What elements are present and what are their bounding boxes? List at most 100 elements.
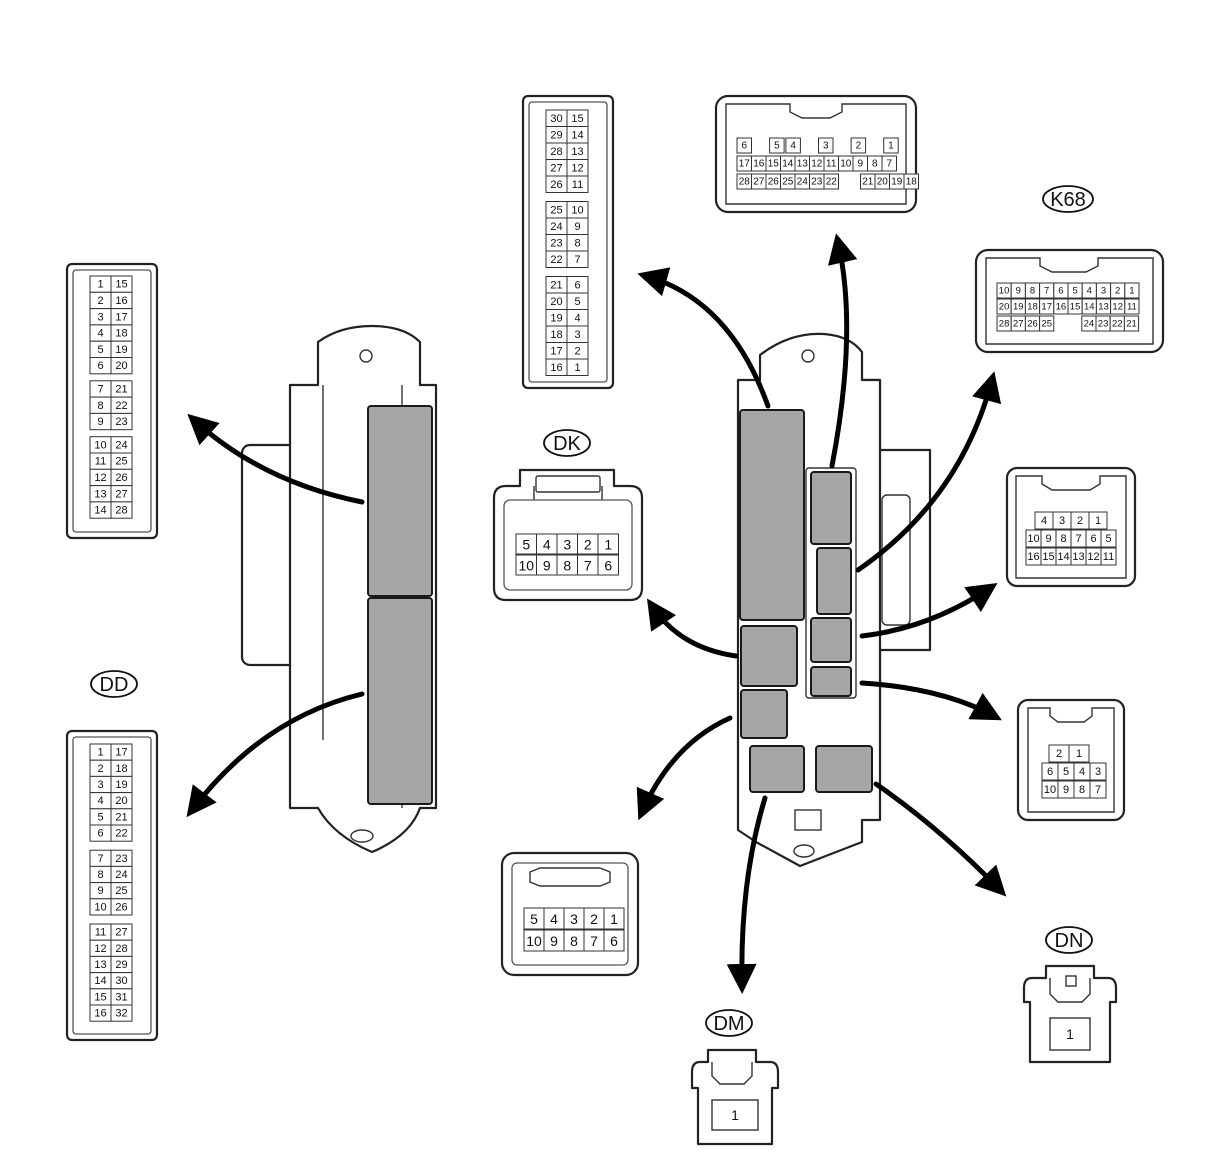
connector-k68-label: K68 — [1050, 189, 1086, 211]
connector-left-28pin-pin-23: 23 — [115, 416, 127, 428]
connector-dd-pin-7: 7 — [97, 853, 103, 865]
arrow-to-top-30pin — [637, 267, 771, 409]
connector-right-16pin-pin-11: 11 — [1103, 551, 1114, 563]
connector-top-28pin-pin-11: 11 — [826, 159, 837, 170]
connector-top-30pin-pin-26: 26 — [550, 179, 562, 191]
connector-k68-pin-12: 12 — [1112, 302, 1123, 313]
connector-dd-pin-1: 1 — [97, 747, 103, 759]
connector-top-28pin-pin-24: 24 — [797, 177, 809, 188]
connector-left-28pin-pin-22: 22 — [115, 400, 127, 412]
connector-dd-pin-14: 14 — [94, 975, 106, 987]
jb-socket-16pin — [816, 547, 852, 615]
arrow-to-dd — [186, 691, 365, 818]
connector-top-28pin-pin-18: 18 — [906, 177, 918, 188]
arrow-to-dm — [726, 795, 768, 994]
connector-left-28pin-pin-25: 25 — [115, 456, 127, 468]
connector-dn-badge — [1045, 926, 1093, 954]
connector-left-28pin-pin-4: 4 — [97, 328, 103, 340]
connector-left-28pin-pin-15: 15 — [115, 279, 127, 291]
connector-dd-pin-25: 25 — [115, 885, 127, 897]
connector-dk-pin-3: 3 — [563, 537, 571, 553]
connector-bottom-10pin-pin-7: 7 — [590, 933, 598, 949]
connector-right-16pin-pin-1: 1 — [1095, 515, 1101, 527]
connector-top-30pin-pin-2: 2 — [574, 345, 580, 357]
connector-right-16pin-pin-6: 6 — [1090, 533, 1096, 545]
connector-top-30pin-pin-13: 13 — [571, 146, 583, 158]
connector-right-16pin-pin-15: 15 — [1042, 551, 1054, 563]
connector-top-30pin-pin-10: 10 — [571, 204, 583, 216]
connector-top-30pin-pin-7: 7 — [574, 254, 580, 266]
connector-left-28pin-pin-3: 3 — [97, 311, 103, 323]
connector-k68-pin-8: 8 — [1030, 286, 1035, 297]
connector-left-28pin-pin-24: 24 — [115, 439, 127, 451]
connector-right-16pin-pin-8: 8 — [1060, 533, 1066, 545]
arrow-to-bottom-10pin — [636, 715, 733, 821]
connector-top-30pin-pin-30: 30 — [550, 113, 562, 125]
connector-top-28pin-pin-22: 22 — [826, 177, 838, 188]
connector-top-28pin-pin-13: 13 — [797, 159, 809, 170]
connector-top-28pin-pin-25: 25 — [782, 177, 794, 188]
connector-dd-pin-8: 8 — [97, 869, 103, 881]
connector-dd-pin-10: 10 — [94, 901, 106, 913]
connector-dd-pin-28: 28 — [115, 943, 127, 955]
connector-dm-label: DM — [713, 1013, 744, 1035]
connector-left-28pin-pin-16: 16 — [115, 295, 127, 307]
connector-left-28pin-pin-26: 26 — [115, 472, 127, 484]
connector-k68-pin-25: 25 — [1041, 319, 1052, 330]
connector-dd-pin-30: 30 — [115, 975, 127, 987]
jb-socket-10pin — [810, 617, 852, 663]
connector-dd-pin-9: 9 — [97, 885, 103, 897]
connector-top-28pin-pin-21: 21 — [862, 177, 874, 188]
connector-top-30pin-pin-19: 19 — [550, 312, 562, 324]
connector-dn-pin-1: 1 — [1066, 1026, 1074, 1042]
connector-left-28pin-pin-5: 5 — [97, 344, 103, 356]
connector-top-28pin-pin-15: 15 — [768, 159, 780, 170]
connector-top-28pin-pin-16: 16 — [753, 159, 765, 170]
connector-top-30pin-pin-20: 20 — [550, 296, 562, 308]
connector-dd-pin-16: 16 — [94, 1008, 106, 1020]
connector-dd-badge — [90, 670, 138, 698]
connector-left-28pin-pin-8: 8 — [97, 400, 103, 412]
connector-left-28pin-pin-6: 6 — [97, 360, 103, 372]
jb-socket-k68 — [810, 471, 852, 545]
connector-dd-pin-32: 32 — [115, 1008, 127, 1020]
connector-dk-pin-5: 5 — [522, 537, 530, 553]
connector-dk-pin-8: 8 — [563, 558, 571, 574]
connector-left-28pin-pin-12: 12 — [94, 472, 106, 484]
connector-left-28pin-pin-10: 10 — [94, 439, 106, 451]
connector-top-28pin-pin-10: 10 — [840, 159, 852, 170]
connector-top-30pin-pin-25: 25 — [550, 204, 562, 216]
connector-left-28pin-pin-2: 2 — [97, 295, 103, 307]
connector-k68-pin-21: 21 — [1126, 319, 1137, 330]
connector-dd-pin-2: 2 — [97, 763, 103, 775]
connector-right-16pin-pin-13: 13 — [1072, 551, 1084, 563]
connector-top-30pin-pin-29: 29 — [550, 129, 562, 141]
connector-k68-pin-10: 10 — [999, 286, 1010, 297]
connector-top-28pin-pin-8: 8 — [872, 159, 878, 170]
connector-right-16pin-pin-3: 3 — [1059, 515, 1065, 527]
connector-right-16pin-pin-7: 7 — [1075, 533, 1081, 545]
connector-dd-pin-5: 5 — [97, 811, 103, 823]
connector-dm-badge — [705, 1009, 753, 1037]
connector-dd-pin-24: 24 — [115, 869, 127, 881]
connector-dd-pin-17: 17 — [115, 747, 127, 759]
connector-left-28pin-pin-27: 27 — [115, 488, 127, 500]
connector-right-10pin-pin-4: 4 — [1079, 766, 1085, 778]
connector-k68-pin-23: 23 — [1098, 319, 1109, 330]
connector-top-30pin-pin-8: 8 — [574, 237, 580, 249]
connector-right-10pin-pin-2: 2 — [1056, 748, 1062, 760]
arrow-to-dn — [873, 781, 1007, 897]
connector-k68-pin-9: 9 — [1016, 286, 1021, 297]
connector-left-28pin-pin-21: 21 — [115, 383, 127, 395]
connector-dk-pin-9: 9 — [543, 558, 551, 574]
connector-k68-pin-5: 5 — [1072, 286, 1077, 297]
jb-socket-small — [810, 666, 852, 697]
